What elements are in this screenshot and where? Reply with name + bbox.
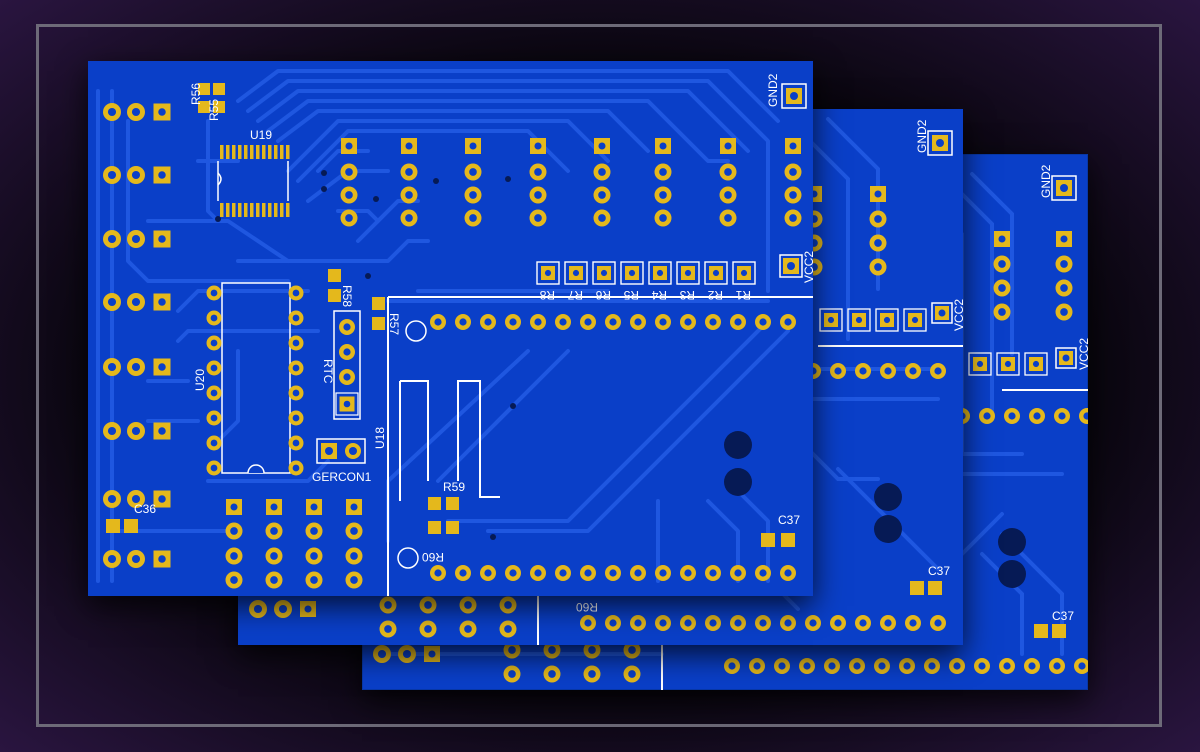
vcc-label: VCC2 — [802, 251, 813, 283]
resistor-label: R3 — [679, 288, 695, 302]
u18-outline — [399, 380, 500, 501]
resistor-label: R4 — [651, 288, 667, 302]
u19-label: U19 — [250, 128, 272, 142]
r57-pads — [372, 297, 385, 330]
cap-label: C37 — [928, 564, 950, 578]
rtc-label: RTC — [321, 359, 335, 384]
pin-row-upper — [430, 314, 796, 330]
pin-grid — [225, 499, 363, 589]
c36-pads — [106, 519, 138, 533]
smd-pads-mid — [379, 308, 927, 638]
ic-u19 — [217, 145, 290, 217]
resistor-label: R5 — [623, 288, 639, 302]
mount-holes — [874, 483, 902, 543]
resistor-label: R2 — [707, 288, 723, 302]
frame-border — [36, 24, 1162, 727]
left-pin-columns — [103, 103, 171, 568]
gnd-pad — [781, 83, 807, 109]
resistor-row: R8 R7 R6 R5 R4 R3 R2 R1 — [536, 261, 756, 302]
gnd-label: GND2 — [915, 119, 929, 153]
u18-label: U18 — [373, 427, 387, 449]
top-pin-headers — [340, 138, 802, 227]
fiducial — [397, 547, 419, 569]
r56-label: R56 — [189, 83, 203, 105]
smd-pads-back — [968, 352, 1048, 376]
r58-pads — [328, 269, 341, 302]
r55-label: R55 — [207, 99, 221, 121]
resistor-label: R1 — [735, 288, 751, 302]
vcc-label: VCC2 — [1077, 338, 1088, 370]
gnd-pad — [927, 130, 953, 156]
c37-pads — [761, 533, 795, 547]
cap-c37-pads — [1034, 624, 1066, 638]
vcc-label: VCC2 — [952, 299, 963, 331]
vias — [215, 170, 516, 540]
r58-label: R58 — [340, 285, 354, 307]
rtc-header — [333, 310, 361, 420]
r60-label: R60 — [422, 550, 444, 564]
gnd-pad — [1051, 175, 1077, 201]
vcc-pad — [1055, 347, 1077, 369]
vcc-pad — [931, 302, 953, 324]
gnd-label: GND2 — [1039, 164, 1053, 198]
copper-traces — [96, 69, 790, 583]
resistor-label: R7 — [567, 288, 583, 302]
gercon-label: GERCON1 — [312, 470, 372, 484]
pin-header-back — [373, 231, 1088, 683]
cap-label: C37 — [1052, 609, 1074, 623]
c37-label: C37 — [778, 513, 800, 527]
mount-holes — [998, 528, 1026, 588]
gercon-header — [316, 438, 366, 464]
cap-c37-pads — [910, 581, 942, 595]
r59-label: R59 — [443, 480, 465, 494]
gnd-label: GND2 — [766, 73, 780, 107]
u20-label: U20 — [193, 369, 207, 391]
c36-label: C36 — [134, 502, 156, 516]
ic-u20 — [206, 282, 304, 476]
r57-label: R57 — [387, 313, 401, 335]
resistor-label: R8 — [539, 288, 555, 302]
r56-r55-pads — [198, 83, 225, 113]
resistor-label: R6 — [595, 288, 611, 302]
pcb-board-front: U19 R56 R55 U20 R58 — [88, 61, 813, 596]
pin-row-lower — [430, 565, 796, 581]
mount-holes — [724, 431, 752, 496]
fiducial — [405, 320, 427, 342]
vcc-pad — [779, 254, 803, 278]
r59-r60-pads — [428, 497, 459, 534]
res-label: R60 — [576, 600, 598, 614]
